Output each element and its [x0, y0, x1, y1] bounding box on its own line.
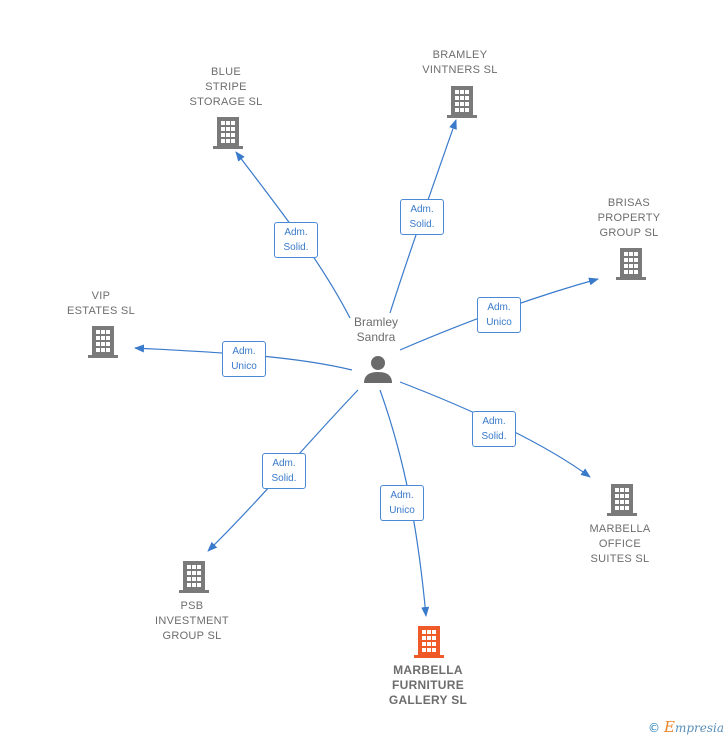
brand-name: mpresia	[674, 721, 724, 735]
person-icon	[364, 356, 392, 383]
company-label-psb[interactable]: PSB INVESTMENT GROUP SL	[155, 600, 229, 642]
building-icon-psb	[179, 561, 209, 593]
company-label-vip[interactable]: VIP ESTATES SL	[66, 290, 135, 317]
edge-label-marbella-office: Adm. Solid.	[472, 411, 516, 447]
edge-label-brisas: Adm. Unico	[477, 297, 521, 333]
empresia-watermark: ©Empresia	[648, 718, 724, 736]
edge-label-bramley-vintners: Adm. Solid.	[400, 199, 444, 235]
building-icon-marbella-furniture	[414, 626, 444, 658]
building-icon-bramley-vintners	[447, 86, 477, 118]
edge-label-marbella-furniture: Adm. Unico	[380, 485, 424, 521]
person-label[interactable]: Bramley Sandra	[353, 315, 398, 344]
building-icon-marbella-office	[607, 484, 637, 516]
copyright-icon: ©	[647, 721, 660, 735]
edge-label-blue-stripe: Adm. Solid.	[274, 222, 318, 258]
building-icon-brisas	[616, 248, 646, 280]
building-icon-vip	[88, 326, 118, 358]
company-label-brisas[interactable]: BRISAS PROPERTY GROUP SL	[597, 197, 661, 239]
edge-label-vip: Adm. Unico	[222, 341, 266, 377]
building-icon-blue-stripe	[213, 117, 243, 149]
company-label-marbella-office[interactable]: MARBELLA OFFICE SUITES SL	[589, 523, 651, 565]
brand-e: E	[663, 718, 675, 736]
edge-label-psb: Adm. Solid.	[262, 453, 306, 489]
company-label-marbella-furniture[interactable]: MARBELLA FURNITURE GALLERY SL	[388, 663, 468, 707]
company-label-bramley-vintners[interactable]: BRAMLEY VINTNERS SL	[422, 49, 498, 76]
company-label-blue-stripe[interactable]: BLUE STRIPE STORAGE SL	[189, 66, 263, 108]
